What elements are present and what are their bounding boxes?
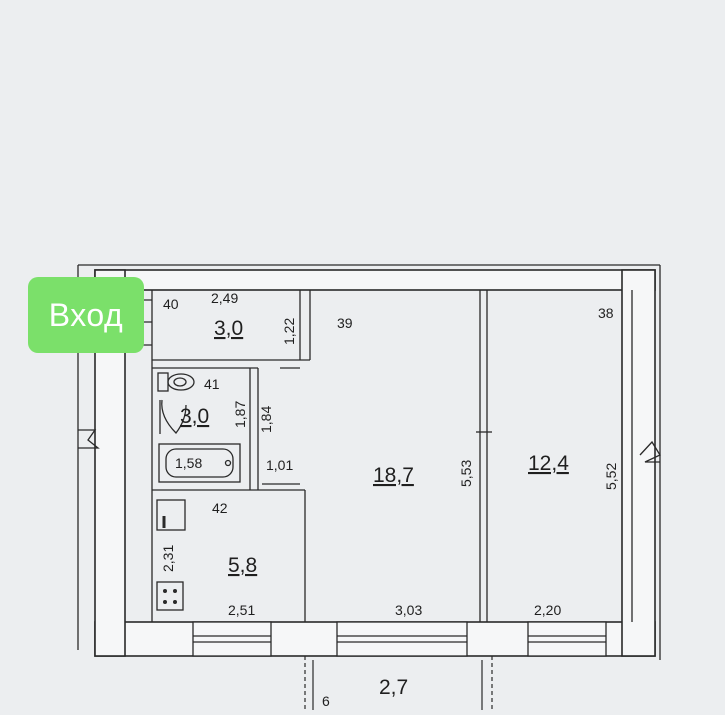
top-wall [94, 269, 656, 291]
balcony-area: 2,7 [379, 676, 408, 699]
bath-area: 3,0 [180, 405, 209, 428]
stove-icon [156, 581, 184, 611]
living-width: 3,03 [395, 602, 422, 618]
bath-height: 1,87 [232, 401, 248, 428]
kitchen-area: 5,8 [228, 554, 257, 577]
entrance-badge: Вход [28, 277, 144, 353]
balcony-number: 6 [322, 693, 330, 709]
right-break-mark [639, 440, 661, 463]
kitchen-window [192, 621, 272, 657]
sink-icon [159, 399, 187, 434]
bedroom-window [527, 621, 607, 657]
hall-area: 3,0 [214, 317, 243, 340]
hall-number: 40 [163, 296, 179, 312]
toilet-icon [157, 372, 195, 392]
living-window [336, 621, 468, 657]
kitchen-length: 2,31 [160, 545, 176, 572]
left-break-mark [78, 429, 100, 449]
living-length: 5,53 [458, 460, 474, 487]
toilet-number: 41 [204, 376, 220, 392]
kitchen-sink-icon [156, 499, 186, 531]
bedroom-number: 38 [598, 305, 614, 321]
balcony [304, 656, 493, 710]
hall-width: 2,49 [211, 290, 238, 306]
bedroom-area: 12,4 [528, 452, 569, 475]
bedroom-width: 2,20 [534, 602, 561, 618]
living-area: 18,7 [373, 464, 414, 487]
kitchen-number: 42 [212, 500, 228, 516]
bath-depth: 1,84 [258, 406, 274, 433]
living-number: 39 [337, 315, 353, 331]
bath-width: 1,01 [266, 457, 293, 473]
bathtub-icon [158, 443, 241, 483]
bathtub-size: 1,58 [175, 455, 202, 471]
kitchen-width: 2,51 [228, 602, 255, 618]
right-wall [621, 269, 656, 657]
bedroom-length: 5,52 [603, 463, 619, 490]
entrance-label: Вход [48, 296, 124, 333]
hall-depth: 1,22 [281, 318, 297, 345]
